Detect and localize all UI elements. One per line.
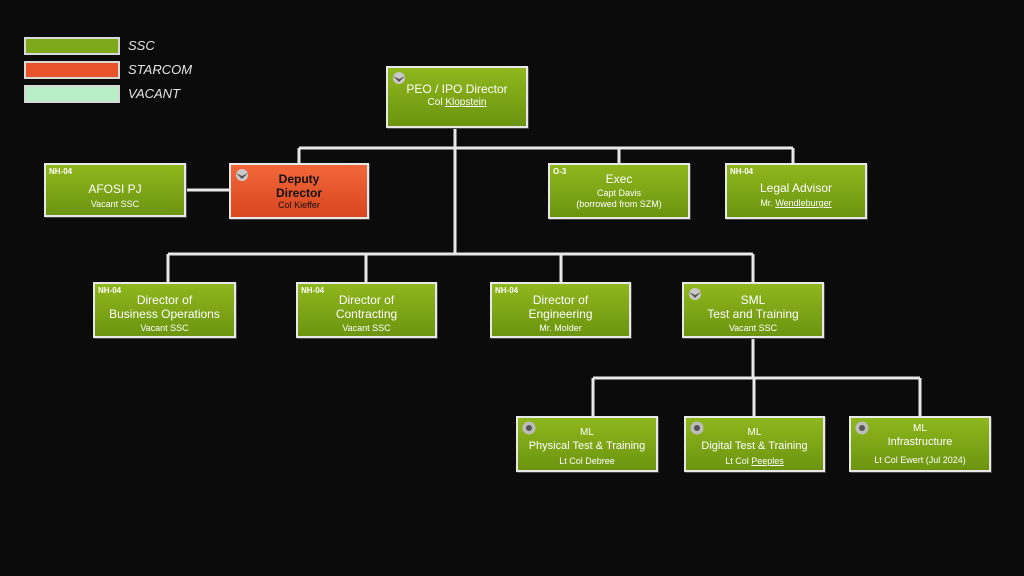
- node-name: Capt Davis: [596, 188, 641, 198]
- node-name: Vacant SSC: [140, 323, 189, 333]
- eagle-emblem-icon: [689, 288, 701, 300]
- node-director-contracting: NH-04 Director of Contracting Vacant SSC: [296, 282, 437, 338]
- node-exec: O-3 Exec Capt Davis (borrowed from SZM): [548, 163, 690, 219]
- node-title: ML: [580, 427, 594, 438]
- node-afosi-pj: NH-04 AFOSI PJ Vacant SSC: [44, 163, 186, 217]
- node-title: Director of: [338, 293, 395, 307]
- legend-label: STARCOM: [128, 62, 193, 77]
- node-title-line2: Digital Test & Training: [701, 440, 808, 452]
- node-title: SML: [740, 293, 766, 307]
- node-title: AFOSI PJ: [88, 182, 142, 196]
- node-name-line2: (borrowed from SZM): [576, 199, 662, 209]
- grade-label: O-3: [553, 167, 567, 176]
- grade-label: NH-04: [98, 286, 122, 295]
- node-title-line2: Director: [275, 186, 322, 200]
- node-legal-advisor: NH-04 Legal Advisor Mr. Wendleburger: [725, 163, 867, 219]
- node-peo-ipo-director: PEO / IPO Director Col Klopstein: [386, 66, 528, 128]
- node-name: Lt Col Peeples: [725, 456, 784, 466]
- eagle-emblem-icon: [393, 72, 405, 84]
- legend-label: SSC: [128, 38, 155, 53]
- node-name: Col Kieffer: [278, 200, 320, 210]
- node-name: Vacant SSC: [728, 323, 778, 333]
- legend-swatch-starcom: [24, 61, 120, 79]
- legend-swatch-ssc: [24, 37, 120, 55]
- node-title: Director of: [136, 293, 193, 307]
- node-name: Vacant SSC: [90, 199, 140, 209]
- node-title-line2: Physical Test & Training: [528, 440, 646, 452]
- node-title-line2: Contracting: [335, 307, 398, 321]
- eagle-emblem-icon: [236, 169, 248, 181]
- node-title: Exec: [605, 172, 633, 186]
- legend-swatch-vacant: [24, 85, 120, 103]
- node-deputy-director: Deputy Director Col Kieffer: [229, 163, 369, 219]
- node-title: PEO / IPO Director: [406, 82, 508, 96]
- gear-emblem-icon: [522, 421, 536, 435]
- node-title-line2: Test and Training: [707, 307, 799, 321]
- node-name: Lt Col Ewert (Jul 2024): [874, 455, 966, 465]
- node-title: ML: [747, 427, 762, 438]
- node-title: Legal Advisor: [759, 181, 833, 195]
- node-name: Col Klopstein: [427, 97, 487, 108]
- node-title-line2: Infrastructure: [887, 436, 953, 448]
- node-title: Deputy: [278, 172, 320, 186]
- legend-label: VACANT: [128, 86, 181, 101]
- node-director-business-operations: NH-04 Director of Business Operations Va…: [93, 282, 236, 338]
- node-title-line2: Business Operations: [109, 307, 220, 321]
- gear-emblem-icon: [690, 421, 704, 435]
- node-ml-digital-test-training: ML Digital Test & Training Lt Col Peeple…: [684, 416, 825, 472]
- node-director-engineering: NH-04 Director of Engineering Mr. Molder: [490, 282, 631, 338]
- grade-label: NH-04: [301, 286, 325, 295]
- gear-emblem-icon: [855, 421, 869, 435]
- node-ml-physical-test-training: ML Physical Test & Training Lt Col Debre…: [516, 416, 658, 472]
- node-title: ML: [913, 423, 927, 434]
- node-name: Lt Col Debree: [559, 456, 615, 466]
- node-name: Mr. Wendleburger: [760, 198, 832, 208]
- node-name: Mr. Molder: [539, 323, 582, 333]
- grade-label: NH-04: [495, 286, 519, 295]
- node-name: Vacant SSC: [342, 323, 391, 333]
- grade-label: NH-04: [730, 167, 754, 176]
- node-title-line2: Engineering: [528, 307, 593, 321]
- node-sml-test-and-training: SML Test and Training Vacant SSC: [682, 282, 824, 338]
- node-title: Director of: [532, 293, 589, 307]
- grade-label: NH-04: [49, 167, 73, 176]
- node-ml-infrastructure: ML Infrastructure Lt Col Ewert (Jul 2024…: [849, 416, 991, 472]
